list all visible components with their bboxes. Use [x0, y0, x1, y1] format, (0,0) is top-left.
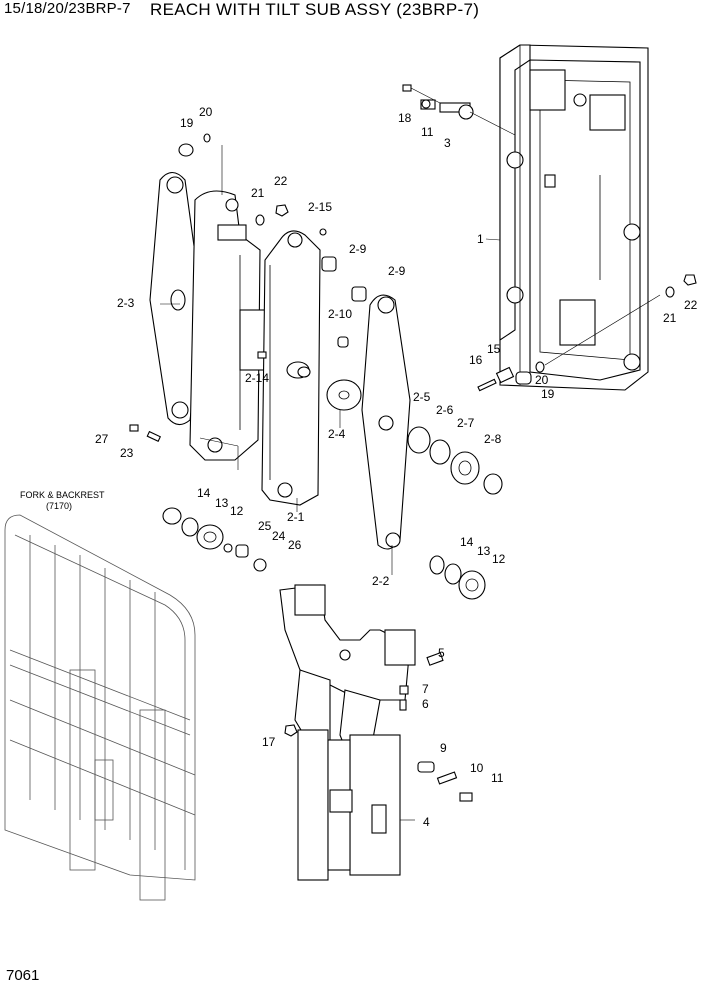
callout-2-9: 2-9 — [349, 242, 367, 256]
tilt-bracket-2-1 — [261, 230, 321, 506]
callout-22: 22 — [684, 298, 698, 312]
callout-16: 16 — [469, 353, 483, 367]
callout-21: 21 — [663, 311, 677, 325]
bearings-lower-right — [429, 555, 486, 600]
callout-2-1: 2-1 — [287, 510, 305, 524]
callout-23: 23 — [120, 446, 134, 460]
callout-4: 4 — [423, 815, 430, 829]
callout-6: 6 — [422, 697, 429, 711]
fork-backrest-label: FORK & BACKREST — [20, 490, 105, 500]
pin-assembly-right — [477, 274, 697, 392]
callout-2-10: 2-10 — [328, 307, 352, 321]
callout-19: 19 — [180, 116, 194, 130]
carriage-part-4 — [279, 584, 473, 881]
callout-25: 25 — [258, 519, 272, 533]
bearings-lower-left — [162, 507, 267, 572]
callout-1: 1 — [477, 232, 484, 246]
callout-14: 14 — [460, 535, 474, 549]
callout-20: 20 — [535, 373, 549, 387]
callout-18: 18 — [398, 111, 412, 125]
callout-2-15: 2-15 — [308, 200, 332, 214]
callout-22: 22 — [274, 174, 288, 188]
callout-20: 20 — [199, 105, 213, 119]
callout-13: 13 — [477, 544, 491, 558]
fork-backrest-outline — [4, 514, 196, 901]
callout-11: 11 — [421, 125, 434, 139]
fork-backrest-ref-number: (7170) — [46, 501, 72, 511]
callout-27: 27 — [95, 432, 109, 446]
callout-12: 12 — [230, 504, 244, 518]
callout-labels: 18 11 3 1 22 21 15 16 20 19 19 20 21 22 … — [95, 105, 698, 829]
callout-9: 9 — [440, 741, 447, 755]
callout-2-8: 2-8 — [484, 432, 502, 446]
leader-lines — [160, 145, 501, 821]
callout-2-3: 2-3 — [117, 296, 135, 310]
tilt-bracket-inner — [189, 190, 266, 461]
page-number: 7061 — [6, 967, 40, 984]
fork-backrest-reference: FORK & BACKREST (7170) — [20, 490, 105, 511]
callout-15: 15 — [487, 342, 501, 356]
callout-2-7: 2-7 — [457, 416, 475, 430]
model-code: 15/18/20/23BRP-7 — [4, 0, 131, 17]
pin-assembly-top — [402, 84, 516, 136]
callout-11: 11 — [491, 771, 504, 785]
callout-3: 3 — [444, 136, 451, 150]
callout-21: 21 — [251, 186, 265, 200]
reach-frame-part-1 — [499, 44, 649, 391]
callout-13: 13 — [215, 496, 229, 510]
callout-12: 12 — [492, 552, 506, 566]
callout-2-2: 2-2 — [372, 574, 390, 588]
callout-2-4: 2-4 — [328, 427, 346, 441]
callout-7: 7 — [422, 682, 429, 696]
callout-2-6: 2-6 — [436, 403, 454, 417]
small-parts-left — [129, 133, 503, 495]
callout-19: 19 — [541, 387, 555, 401]
callout-2-14: 2-14 — [245, 371, 269, 385]
callout-10: 10 — [470, 761, 484, 775]
callout-17: 17 — [262, 735, 276, 749]
callout-14: 14 — [197, 486, 211, 500]
callout-24: 24 — [272, 529, 286, 543]
callout-5: 5 — [438, 646, 445, 660]
callout-2-5: 2-5 — [413, 390, 431, 404]
link-plate-2-2 — [361, 294, 411, 550]
callout-26: 26 — [288, 538, 302, 552]
callout-2-9: 2-9 — [388, 264, 406, 278]
page-title: REACH WITH TILT SUB ASSY (23BRP-7) — [150, 0, 480, 19]
